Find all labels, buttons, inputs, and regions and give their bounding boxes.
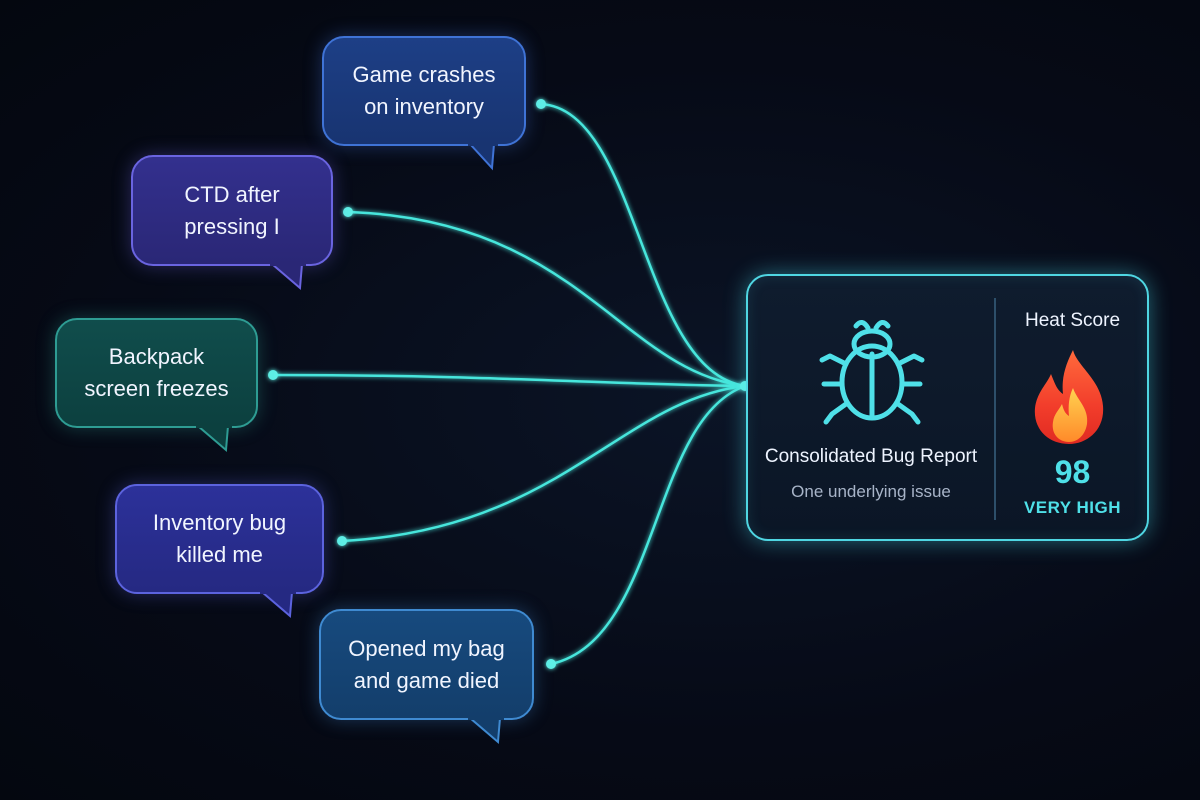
connector-line: [271, 373, 747, 388]
heat-score-label: Heat Score: [1024, 310, 1121, 331]
report-bubble: Game crashes on inventory: [322, 36, 526, 146]
bug-icon: [819, 320, 925, 425]
card-subtitle: One underlying issue: [791, 482, 951, 501]
connector-dot: [546, 659, 556, 669]
bubble-tail: [468, 142, 498, 171]
heat-score-value: 98: [1054, 454, 1091, 490]
consolidated-report-card: Consolidated Bug Report One underlying i…: [746, 274, 1149, 541]
report-text: Game crashes on inventory: [352, 62, 496, 119]
card-title: Consolidated Bug Report: [764, 446, 978, 467]
report-text: CTD after pressing I: [184, 181, 280, 239]
report-text: Backpack screen freezes: [84, 344, 229, 401]
connector-dot: [343, 207, 353, 217]
bubble-tail: [196, 424, 232, 453]
bubble-tail: [468, 716, 504, 745]
heat-level-badge: VERY HIGH: [1023, 498, 1122, 517]
bubble-tail: [260, 590, 296, 619]
connector-line: [549, 384, 747, 666]
card-divider: [994, 298, 996, 520]
report-text: Inventory bug killed me: [152, 510, 287, 567]
report-bubble: Backpack screen freezes: [55, 318, 258, 428]
report-bubble: CTD after pressing I: [131, 155, 333, 266]
report-text: Opened my bag and game died: [348, 635, 505, 693]
connector-dot: [536, 99, 546, 109]
connector-line: [539, 102, 747, 388]
connector-line: [346, 210, 747, 388]
connector-line: [340, 384, 747, 543]
flame-icon: [1034, 350, 1104, 444]
connector-dot: [268, 370, 278, 380]
report-bubble: Opened my bag and game died: [319, 609, 534, 720]
bubble-tail: [270, 262, 306, 291]
report-bubble: Inventory bug killed me: [115, 484, 324, 594]
connector-dot: [337, 536, 347, 546]
